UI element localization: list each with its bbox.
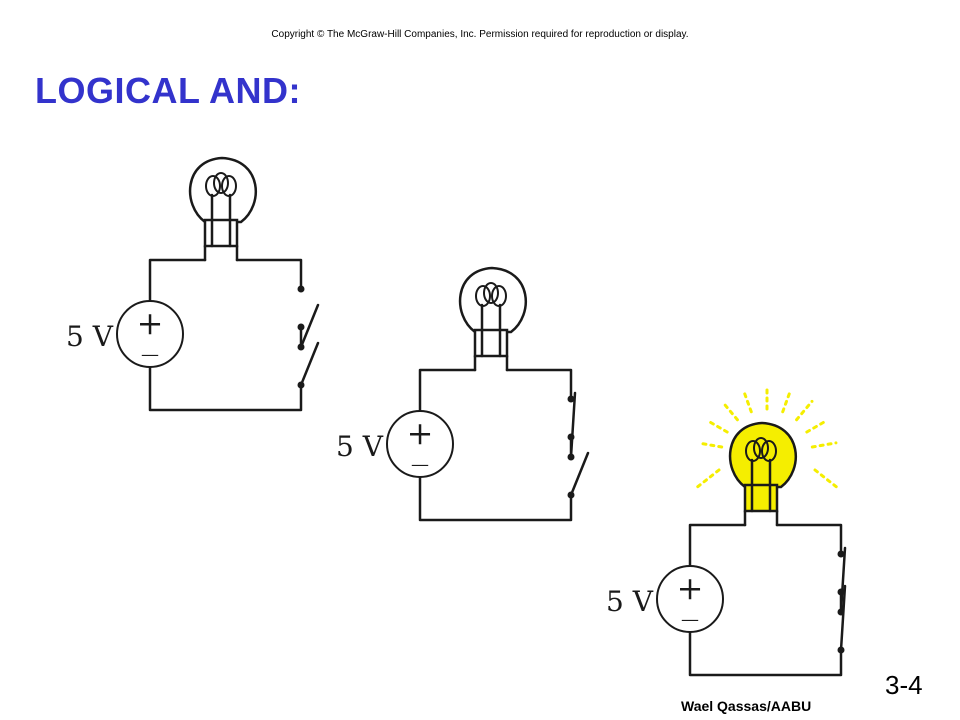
voltage-label: 5 V	[66, 320, 114, 353]
switch-blade-closed-a	[839, 546, 847, 614]
copyright-notice: Copyright © The McGraw-Hill Companies, I…	[271, 29, 689, 40]
minus-sign: —	[141, 344, 159, 365]
switch-blade-open-a	[299, 303, 320, 349]
plus-sign: +	[137, 304, 164, 342]
bottom-wire	[418, 470, 573, 522]
light-ray	[813, 468, 839, 489]
plus-sign: +	[407, 414, 434, 452]
author-credit: Wael Qassas/AABU	[681, 698, 812, 714]
switch-contact-a	[297, 285, 305, 293]
circuit-3: +—5 V	[606, 383, 847, 677]
switch-blade-closed-b	[839, 584, 847, 652]
light-ray	[720, 399, 739, 422]
light-ray	[695, 468, 721, 489]
light-ray	[704, 418, 729, 434]
voltage-label: 5 V	[606, 585, 654, 618]
bottom-wire	[688, 625, 843, 677]
bottom-wire	[148, 360, 303, 412]
switch-blade-closed-a	[569, 391, 577, 459]
switch-contact-b	[567, 433, 575, 441]
slide-title: LOGICAL AND:	[35, 70, 301, 111]
minus-sign: —	[411, 454, 429, 475]
top-wire	[148, 258, 303, 307]
light-ray	[696, 441, 724, 449]
switch-contact-b	[837, 588, 845, 596]
voltage-source: +—	[656, 565, 724, 633]
voltage-label: 5 V	[336, 430, 384, 463]
light-bulb-icon	[728, 421, 797, 527]
light-bulb-icon	[458, 266, 527, 372]
circuit-1: +—5 V	[66, 156, 320, 412]
light-ray	[805, 418, 830, 434]
switch-contact-a	[567, 395, 575, 403]
light-ray	[795, 399, 814, 422]
light-ray	[781, 387, 793, 414]
top-wire	[418, 368, 573, 417]
circuit-2: +—5 V	[336, 266, 590, 522]
light-rays	[695, 383, 839, 489]
light-bulb-icon	[188, 156, 257, 262]
switch-blade-open-b	[569, 451, 590, 497]
slide-number: 3-4	[885, 670, 923, 700]
plus-sign: +	[677, 569, 704, 607]
switch-contact-a	[837, 550, 845, 558]
top-wire	[688, 523, 843, 572]
minus-sign: —	[681, 609, 699, 630]
light-ray	[741, 387, 753, 414]
switch-blade-open-b	[299, 341, 320, 387]
light-ray	[810, 441, 838, 449]
voltage-source: +—	[116, 300, 184, 368]
voltage-source: +—	[386, 410, 454, 478]
switch-contact-b	[297, 323, 305, 331]
